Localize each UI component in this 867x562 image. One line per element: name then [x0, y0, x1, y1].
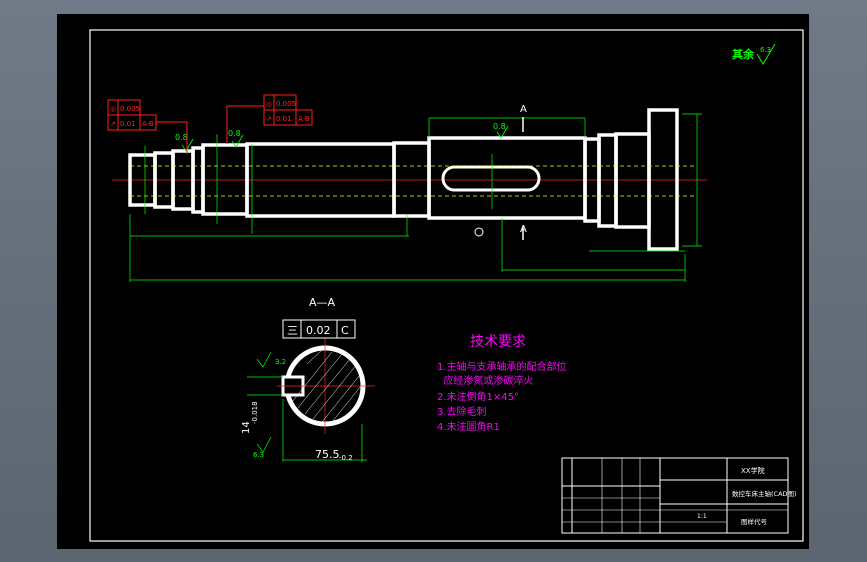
keyway-slot [441, 165, 541, 192]
dimensions [129, 113, 702, 282]
gdt-right-datum: A-B [298, 115, 310, 123]
section-tol-val: 0.02 [306, 324, 331, 337]
gdt-left-val1: 0.005 [120, 105, 140, 113]
datum-circle [474, 227, 484, 237]
tech-req-title: 技术要求 [470, 334, 526, 350]
section-ra2: 6.3 [253, 451, 264, 459]
section-tol-datum: C [341, 324, 349, 337]
section-width: 75.5 [315, 448, 340, 461]
section-tol-sym: 三 [287, 324, 298, 337]
section-view [277, 338, 375, 434]
gdt-left-val2: 0.01 [120, 120, 136, 128]
gdt-right-sym2: ↗ [266, 115, 272, 123]
gdt-left-sym1: ◎ [110, 105, 116, 113]
tech-req-item-5: 4.未注圆角R1 [437, 420, 500, 433]
section-width-tol: -0.2 [339, 454, 353, 462]
roughness-mark-1: 0.8 [175, 133, 188, 142]
drawing-border [89, 29, 804, 542]
roughness-symbol [756, 43, 776, 65]
roughness-marks [181, 125, 509, 152]
roughness-mark-3: 0.8 [493, 122, 506, 131]
tech-req-item-1: 1.主轴与支承轴承的配合部位 [437, 360, 567, 373]
section-mark-bottom: A [520, 224, 527, 235]
title-block-drawing-no: 图样代号 [741, 517, 768, 526]
title-block [561, 457, 789, 534]
shaft-outline [128, 108, 679, 251]
tech-req-item-4: 3.去除毛刺 [437, 405, 487, 418]
section-ra: 3.2 [275, 358, 286, 366]
shaft-drawing: 其余 6.3 [89, 29, 804, 542]
section-mark-top: A [520, 104, 527, 115]
gdt-frame-right [226, 94, 313, 144]
roughness-mark-2: 0.8 [228, 129, 241, 138]
section-keyway-tol: -0.018 [251, 401, 259, 424]
roughness-note-label: 其余 [732, 47, 755, 61]
gdt-left-datum: A-B [142, 120, 154, 128]
hidden-lines [130, 165, 697, 197]
gdt-right-val2: 0.01 [276, 115, 292, 123]
roughness-note: 其余 6.3 [732, 43, 776, 65]
gdt-right-val1: 0.005 [276, 100, 296, 108]
gdt-left-sym2: ↗ [110, 120, 116, 128]
title-block-school: XX学院 [741, 466, 765, 475]
roughness-note-value: 6.3 [760, 46, 771, 54]
title-block-scale: 1:1 [697, 513, 707, 520]
section-tol-box [282, 319, 356, 339]
title-block-part-name: 数控车床主轴(CAD图) [732, 489, 797, 498]
tech-req-item-2: 应经渗氮或渗碳淬火 [437, 374, 533, 387]
gdt-frame-left [107, 99, 188, 154]
cad-viewport[interactable]: 其余 6.3 [57, 14, 809, 549]
gdt-right-sym1: ◎ [266, 100, 272, 108]
tech-req-item-3: 2.未注倒角1×45° [437, 390, 519, 403]
section-keyway-depth: 14 [241, 421, 252, 434]
section-title: A—A [309, 296, 336, 309]
